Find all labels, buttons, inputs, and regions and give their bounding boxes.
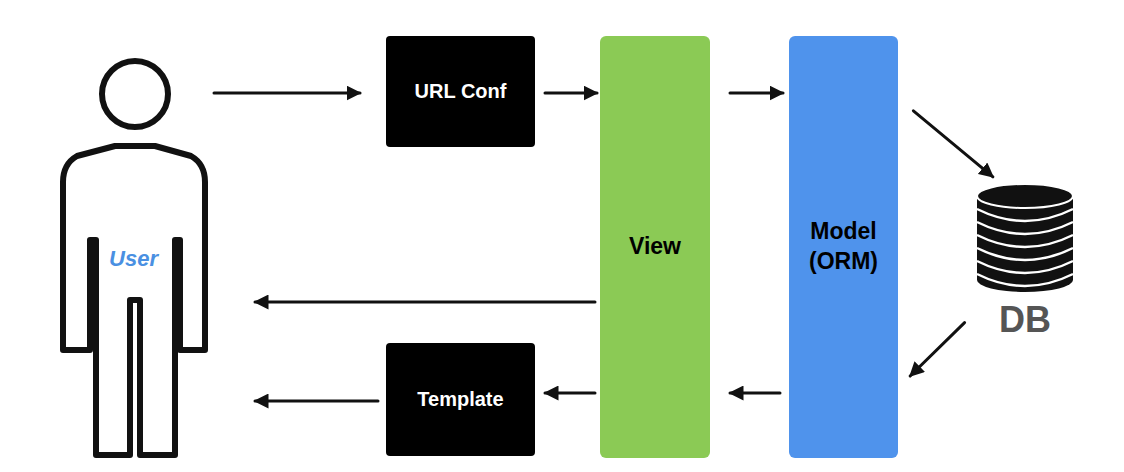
flow-arrow bbox=[255, 301, 595, 304]
view-layer: View bbox=[600, 36, 710, 458]
flow-arrow bbox=[730, 92, 783, 95]
model-layer: Model (ORM) bbox=[789, 36, 898, 458]
process-box: Template bbox=[386, 343, 535, 456]
node-label: User bbox=[55, 246, 212, 272]
database-stack bbox=[966, 182, 1084, 297]
node-label: DB bbox=[966, 300, 1084, 340]
flow-arrow bbox=[545, 392, 595, 395]
flow-arrow bbox=[545, 92, 597, 95]
flow-arrow bbox=[910, 323, 964, 376]
flow-arrow bbox=[214, 92, 360, 95]
flow-arrow bbox=[913, 111, 993, 177]
node-label: View bbox=[629, 232, 681, 262]
process-box: URL Conf bbox=[386, 36, 535, 147]
flow-arrow bbox=[255, 400, 378, 403]
node-label: Template bbox=[417, 388, 503, 411]
flow-arrow bbox=[730, 392, 780, 395]
user-figure: User bbox=[55, 50, 212, 462]
node-label: Model (ORM) bbox=[795, 217, 892, 277]
database-symbol: DB bbox=[966, 182, 1084, 342]
node-label: URL Conf bbox=[415, 80, 507, 103]
